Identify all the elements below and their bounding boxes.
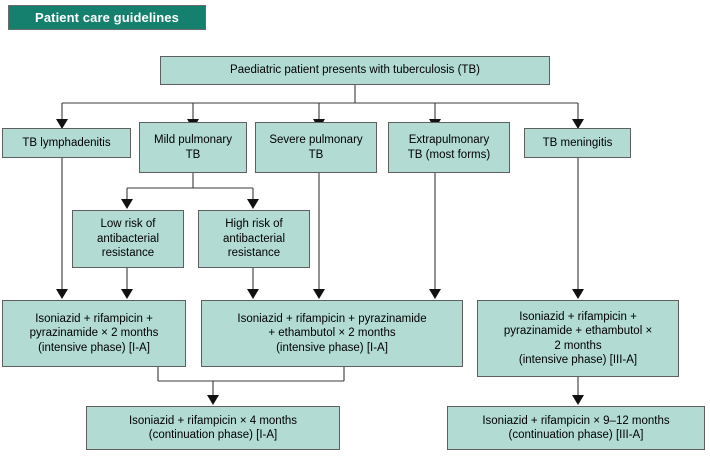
node-severe-pulmonary-tb[interactable]: Severe pulmonary TB xyxy=(255,122,377,173)
node-regimen-hrze-intensive[interactable]: Isoniazid + rifampicin + pyrazinamide + … xyxy=(201,300,463,367)
node-high-risk-resistance[interactable]: High risk of antibacterial resistance xyxy=(198,210,310,268)
node-regimen-hrze-meningitis-intensive[interactable]: Isoniazid + rifampicin + pyrazinamide + … xyxy=(477,300,679,377)
node-root[interactable]: Paediatric patient presents with tubercu… xyxy=(160,56,550,85)
node-extrapulmonary-tb[interactable]: Extrapulmonary TB (most forms) xyxy=(388,122,510,173)
node-mild-pulmonary-tb[interactable]: Mild pulmonary TB xyxy=(139,122,247,173)
node-tb-meningitis[interactable]: TB meningitis xyxy=(524,128,631,158)
node-low-risk-resistance[interactable]: Low risk of antibacterial resistance xyxy=(72,210,184,268)
node-tb-lymphadenitis[interactable]: TB lymphadenitis xyxy=(2,128,131,158)
node-regimen-continuation-9-12-months[interactable]: Isoniazid + rifampicin × 9–12 months (co… xyxy=(447,406,705,450)
node-regimen-hrz-intensive[interactable]: Isoniazid + rifampicin + pyrazinamide × … xyxy=(2,300,186,367)
node-regimen-continuation-4-months[interactable]: Isoniazid + rifampicin × 4 months (conti… xyxy=(86,406,340,450)
patient-care-guidelines-badge: Patient care guidelines xyxy=(8,5,206,30)
